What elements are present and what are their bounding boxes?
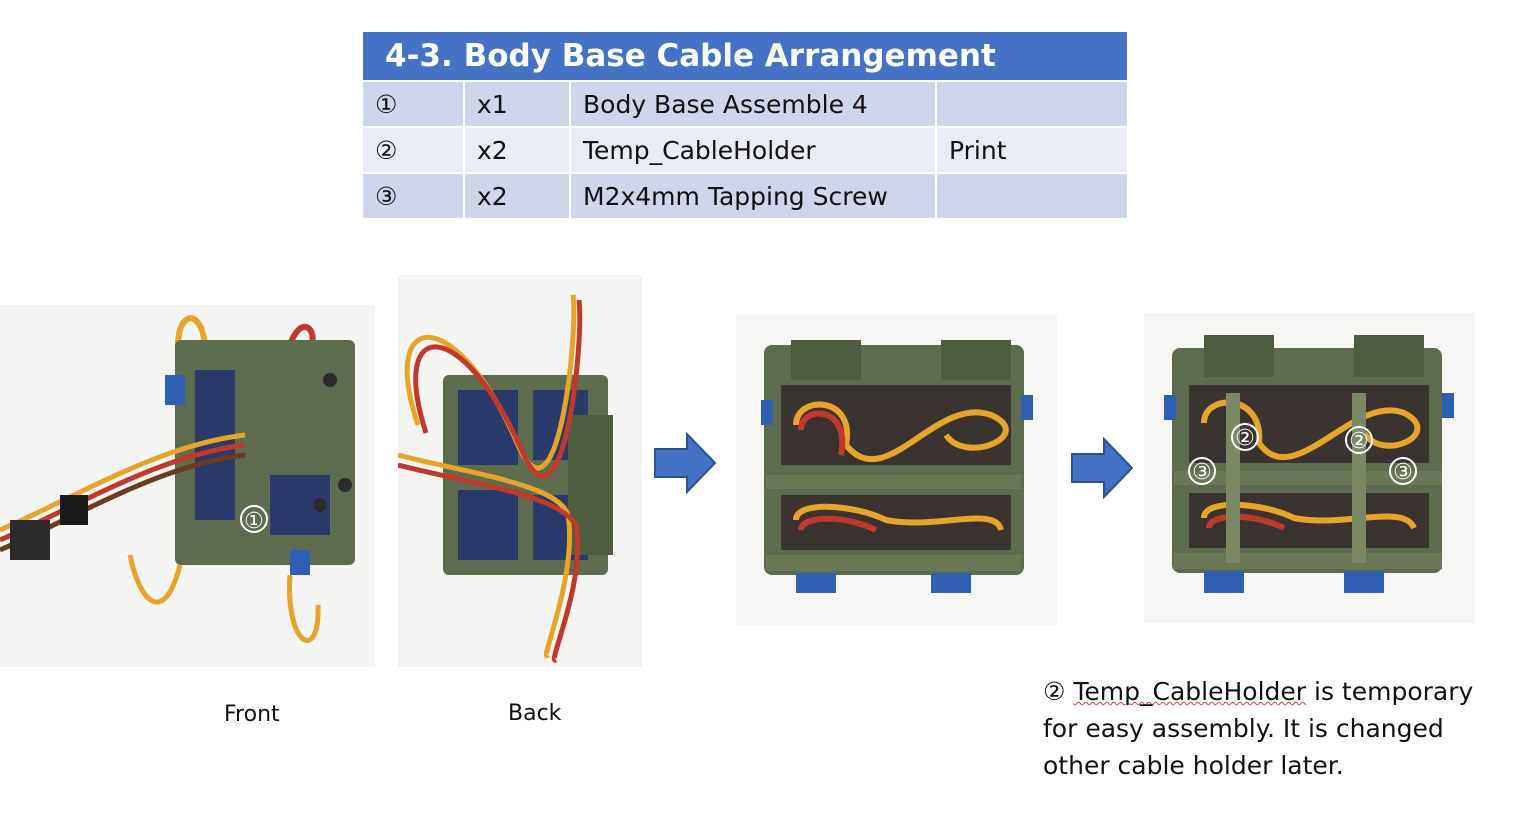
back-photo [398, 275, 642, 667]
arrow-right-icon [1071, 437, 1134, 499]
part-quantity: x2 [463, 126, 571, 174]
back-caption: Back [508, 701, 562, 726]
note-symbol: ② [1043, 677, 1066, 706]
part-name: M2x4mm Tapping Screw [569, 172, 937, 220]
table-title-row: 4-3. Body Base Cable Arrangement [361, 30, 1129, 82]
part-note: Print [935, 126, 1129, 174]
marker-1: ① [244, 509, 264, 534]
assembly-note: ② Temp_CableHolder is temporary for easy… [1043, 673, 1513, 784]
table-row: ① x1 Body Base Assemble 4 [361, 80, 1129, 128]
front-caption: Front [224, 702, 280, 727]
part-quantity: x1 [463, 80, 571, 128]
part-name: Body Base Assemble 4 [569, 80, 937, 128]
part-number: ② [361, 126, 465, 174]
part-number: ③ [361, 172, 465, 220]
note-text: is temporary for easy assembly. It is ch… [1043, 677, 1474, 780]
part-number: ① [361, 80, 465, 128]
front-photo: ① [0, 305, 375, 667]
arrow-right-icon [654, 432, 717, 494]
marker-3-right: ③ [1393, 460, 1413, 485]
part-quantity: x2 [463, 172, 571, 220]
marker-3-left: ③ [1192, 460, 1212, 485]
table-row: ③ x2 M2x4mm Tapping Screw [361, 172, 1129, 220]
part-note [935, 172, 1129, 220]
part-name: Temp_CableHolder [569, 126, 937, 174]
marker-2-left: ② [1235, 426, 1255, 451]
table-row: ② x2 Temp_CableHolder Print [361, 126, 1129, 174]
parts-table: 4-3. Body Base Cable Arrangement ① x1 Bo… [361, 30, 1129, 220]
part-note [935, 80, 1129, 128]
section-title: 4-3. Body Base Cable Arrangement [361, 30, 1129, 82]
cable-holder-photo: ② ② ③ ③ [1144, 313, 1475, 623]
marker-2-right: ② [1349, 429, 1369, 454]
arranged-photo [736, 315, 1057, 625]
note-part-name: Temp_CableHolder [1073, 677, 1307, 706]
